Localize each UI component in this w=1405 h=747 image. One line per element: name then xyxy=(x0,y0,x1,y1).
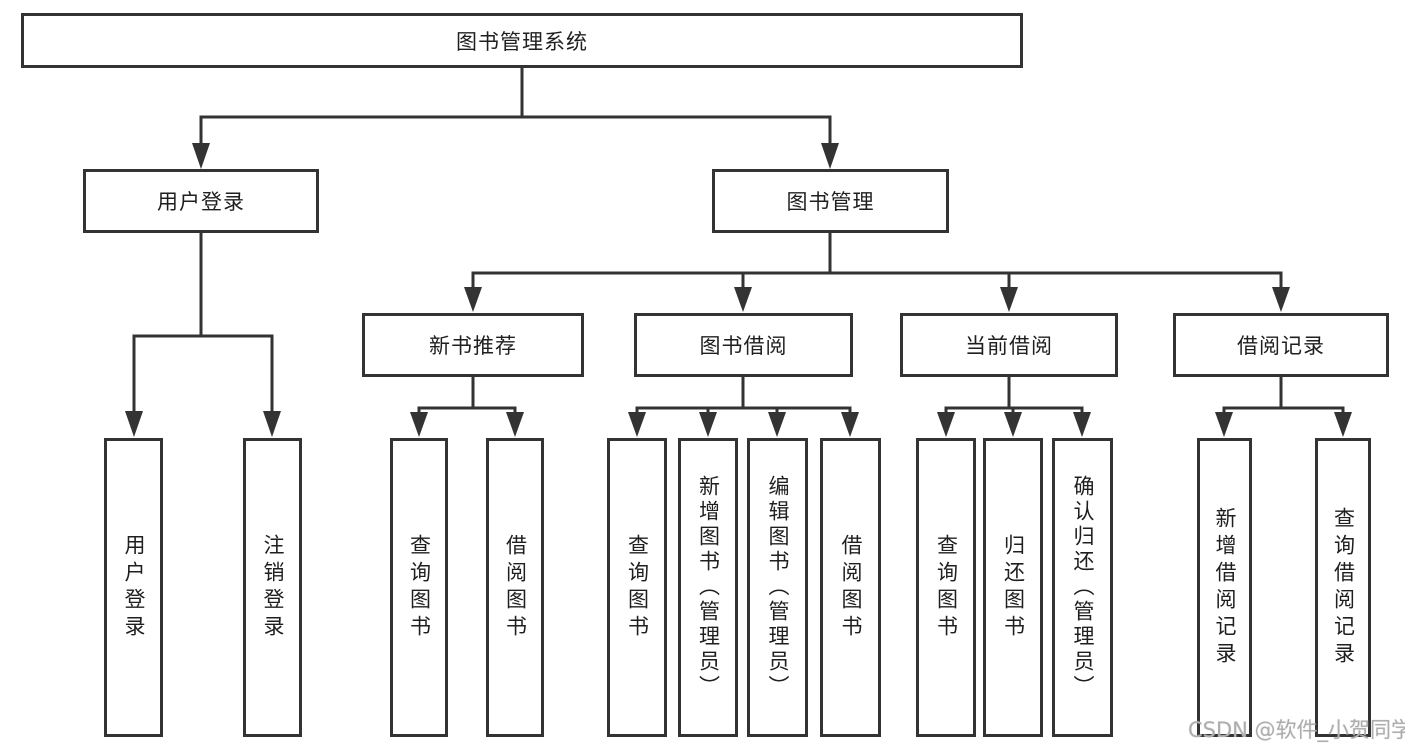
leaf-confirm-return-admin: 确认归还（管理员） xyxy=(1052,438,1113,737)
arrowheads xyxy=(125,143,1352,437)
node-label: 当前借阅 xyxy=(965,334,1053,358)
leaf-add-books-admin: 新增图书（管理员） xyxy=(678,438,738,737)
leaf-query-books-recommend: 查询图书 xyxy=(390,438,448,737)
node-root-library-management-system: 图书管理系统 xyxy=(21,13,1023,68)
leaf-logout: 注销登录 xyxy=(243,438,302,737)
leaf-user-login: 用户登录 xyxy=(104,438,163,737)
node-borrowing-records: 借阅记录 xyxy=(1173,313,1389,377)
node-label: 用户登录 xyxy=(157,190,245,214)
leaf-label: 借阅图书 xyxy=(503,533,528,642)
leaf-query-borrow-record: 查询借阅记录 xyxy=(1315,438,1371,737)
leaf-label: 查询借阅记录 xyxy=(1331,506,1356,669)
leaf-label: 用户登录 xyxy=(122,533,146,642)
node-label: 新书推荐 xyxy=(429,334,517,358)
leaf-return-books: 归还图书 xyxy=(983,438,1043,737)
leaf-borrow-books: 借阅图书 xyxy=(820,438,881,737)
leaf-label: 查询图书 xyxy=(407,533,432,642)
node-book-management: 图书管理 xyxy=(712,169,949,233)
node-current-borrowing: 当前借阅 xyxy=(900,313,1118,377)
leaf-label: 编辑图书（管理员） xyxy=(766,475,790,700)
leaf-borrow-books-recommend: 借阅图书 xyxy=(486,438,544,737)
csdn-watermark: CSDN @软件_小贺同学 xyxy=(1188,718,1405,742)
leaf-add-borrow-record: 新增借阅记录 xyxy=(1197,438,1252,737)
node-label: 图书借阅 xyxy=(699,334,788,358)
node-book-borrowing: 图书借阅 xyxy=(634,313,853,377)
node-label: 图书管理 xyxy=(786,190,875,214)
node-label: 借阅记录 xyxy=(1237,334,1325,358)
leaf-query-books-current: 查询图书 xyxy=(916,438,976,737)
leaf-label: 归还图书 xyxy=(1001,533,1026,642)
leaf-label: 借阅图书 xyxy=(839,533,863,642)
leaf-label: 新增借阅记录 xyxy=(1213,506,1237,669)
leaf-label: 注销登录 xyxy=(261,533,285,642)
leaf-label: 确认归还（管理员） xyxy=(1071,475,1095,700)
leaf-label: 新增图书（管理员） xyxy=(696,475,721,700)
leaf-label: 查询图书 xyxy=(934,533,959,642)
node-label: 图书管理系统 xyxy=(456,29,588,54)
node-user-login: 用户登录 xyxy=(83,169,319,233)
leaf-edit-books-admin: 编辑图书（管理员） xyxy=(747,438,808,737)
node-new-book-recommendation: 新书推荐 xyxy=(362,313,584,377)
leaf-query-books-borrow: 查询图书 xyxy=(607,438,667,737)
leaf-label: 查询图书 xyxy=(625,533,650,642)
